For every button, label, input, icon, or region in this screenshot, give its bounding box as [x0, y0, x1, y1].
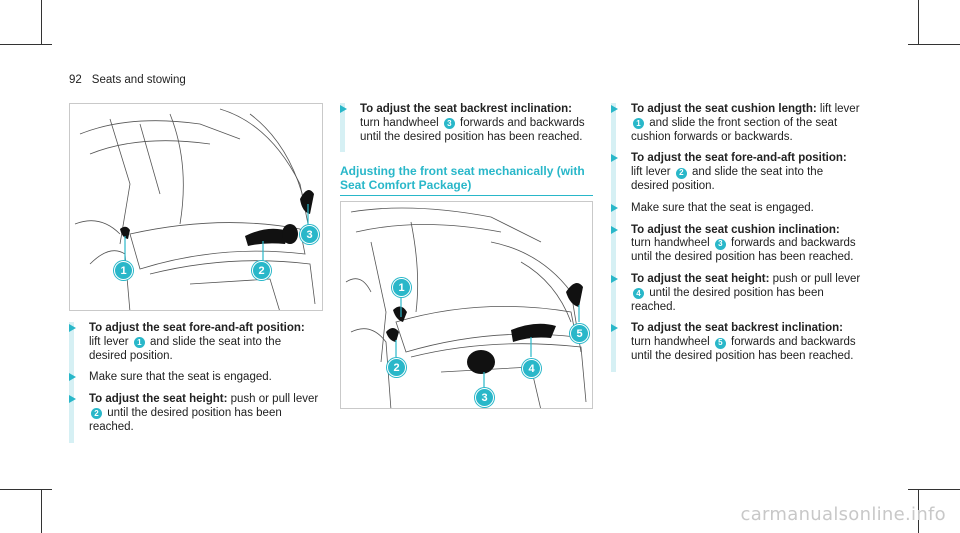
step-text: To adjust the seat backrest inclination:… [621, 322, 861, 363]
step-body: and slide the front section of the seat … [631, 116, 838, 143]
callout-reference: 5 [714, 337, 726, 349]
instruction-step: To adjust the seat height: push or pull … [611, 272, 861, 323]
instruction-step: To adjust the seat backrest inclination:… [340, 103, 590, 153]
step-arrow-icon [69, 324, 76, 332]
step-heading: To adjust the seat fore-and-aft position… [631, 152, 847, 165]
steps-column-3: To adjust the seat cushion length: lift … [611, 103, 861, 373]
step-arrow-icon [611, 203, 618, 212]
crop-mark [41, 0, 42, 44]
step-body: turn handwheel [631, 336, 713, 349]
callout-4: 4 [522, 359, 541, 378]
instruction-step: Make sure that the seat is engaged. [69, 371, 319, 393]
step-body: forwards and backwards until the desired… [631, 237, 856, 264]
instruction-step: To adjust the seat height: push or pull … [69, 393, 319, 444]
step-body: Make sure that the seat is engaged. [89, 371, 272, 384]
step-body: and slide the seat into the desired posi… [631, 166, 824, 192]
step-text: To adjust the seat backrest inclination:… [350, 103, 590, 144]
step-heading: To adjust the seat backrest inclination: [631, 322, 843, 335]
callout-reference: 1 [133, 337, 145, 349]
instruction-step: To adjust the seat cushion length: lift … [611, 103, 861, 153]
step-body: until the desired position has been reac… [631, 286, 824, 313]
step-heading: To adjust the seat cushion length: [631, 103, 817, 115]
callout-3: 3 [300, 225, 319, 244]
step-body: push or pull lever [227, 393, 319, 406]
step-heading: To adjust the seat fore-and-aft position… [89, 322, 305, 334]
step-body: lift lever [89, 335, 132, 348]
step-text: To adjust the seat fore-and-aft position… [79, 322, 319, 363]
callout-5: 5 [570, 324, 589, 343]
step-text: To adjust the seat cushion length: lift … [621, 103, 861, 144]
crop-mark [918, 489, 919, 533]
crop-mark [908, 489, 960, 490]
step-text: To adjust the seat cushion inclination: … [621, 224, 861, 265]
step-body: until the desired position has been reac… [89, 406, 282, 433]
crop-mark [41, 489, 42, 533]
watermark: carmanualsonline.info [740, 504, 946, 525]
callout-reference: 2 [675, 167, 687, 179]
instruction-step: To adjust the seat backrest inclination:… [611, 322, 861, 373]
seat-illustration-comfort-package: 1 2 3 4 5 [340, 201, 593, 409]
step-body: forwards and backwards until the desired… [360, 116, 585, 143]
step-arrow-icon [340, 105, 347, 113]
callout-3: 3 [475, 388, 494, 407]
callout-reference: 3 [443, 118, 455, 130]
step-body: Make sure that the seat is engaged. [631, 201, 814, 214]
step-heading: To adjust the seat cushion inclination: [631, 223, 840, 236]
crop-mark [918, 0, 919, 44]
step-arrow-icon [611, 225, 618, 234]
step-text: To adjust the seat height: push or pull … [621, 273, 861, 314]
page-header: 92 Seats and stowing [69, 74, 186, 86]
step-arrow-icon [611, 274, 618, 283]
step-text: Make sure that the seat is engaged. [79, 371, 319, 385]
callout-2: 2 [252, 261, 271, 280]
step-arrow-icon [69, 373, 76, 382]
step-arrow-icon [611, 154, 618, 163]
callout-1: 1 [392, 278, 411, 297]
callout-reference: 3 [714, 238, 726, 250]
crop-mark [908, 44, 960, 45]
instruction-step: To adjust the seat cushion inclination: … [611, 223, 861, 274]
step-heading: To adjust the seat backrest inclination: [360, 103, 572, 115]
callout-1: 1 [114, 261, 133, 280]
step-text: To adjust the seat height: push or pull … [79, 393, 319, 434]
seat-drawing [74, 108, 316, 310]
steps-column-1: To adjust the seat fore-and-aft position… [69, 322, 319, 444]
crop-mark [0, 489, 52, 490]
step-arrow-icon [611, 105, 618, 113]
instruction-step: To adjust the seat fore-and-aft position… [611, 152, 861, 203]
page-header-title: Seats and stowing [91, 74, 186, 86]
step-body: turn handwheel [360, 116, 442, 129]
crop-mark [0, 44, 52, 45]
seat-drawing [345, 207, 587, 408]
step-body: push or pull lever [769, 272, 861, 285]
section-title: Adjusting the front seat mechanically (w… [340, 164, 593, 196]
step-arrow-icon [69, 395, 76, 404]
step-text: To adjust the seat fore-and-aft position… [621, 152, 861, 193]
instruction-step: Make sure that the seat is engaged. [611, 201, 861, 224]
step-body: and slide the seat into the desired posi… [89, 335, 282, 362]
step-arrow-icon [611, 324, 618, 333]
step-heading: To adjust the seat height: [89, 393, 228, 406]
step-body: lift lever [816, 103, 860, 115]
steps-column-2: To adjust the seat backrest inclination:… [340, 103, 590, 153]
callout-reference: 1 [633, 118, 644, 130]
seat-illustration-standard: 1 2 3 [69, 103, 323, 311]
step-heading: To adjust the seat height: [631, 272, 770, 285]
callout-reference: 2 [91, 408, 102, 420]
instruction-step: To adjust the seat fore-and-aft position… [69, 322, 319, 372]
callout-2: 2 [387, 358, 406, 377]
step-body: forwards and backwards until the desired… [631, 336, 856, 362]
step-body: turn handwheel [631, 237, 713, 250]
page-number: 92 [69, 74, 82, 86]
step-text: Make sure that the seat is engaged. [621, 202, 861, 216]
step-body: lift lever [631, 166, 674, 179]
callout-reference: 4 [633, 288, 644, 300]
